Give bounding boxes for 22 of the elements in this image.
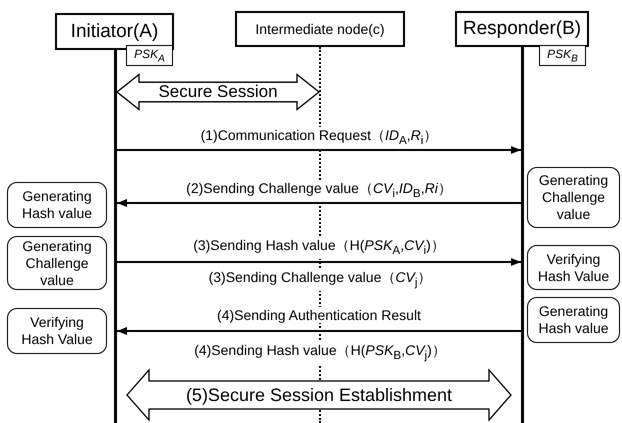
arrow [117, 327, 521, 335]
edge-label: Secure Session [158, 82, 278, 102]
lifeline [521, 47, 524, 423]
process-box: Generating Hash value [527, 297, 620, 343]
process-box: Verifying Hash Value [7, 308, 107, 354]
arrow [117, 146, 521, 154]
lifeline [114, 50, 117, 423]
edge-label: (4)Sending Authentication Result [215, 307, 423, 323]
arrow [117, 258, 521, 266]
edge-label: (5)Secure Session Establishment [186, 385, 452, 405]
participant-box: Initiator(A) [55, 13, 174, 50]
process-box: Generating Challenge value [7, 236, 107, 290]
key-label: PSK$_{A}$ [126, 45, 173, 66]
participant-box: Responder(B) [455, 11, 589, 47]
process-box: Generating Hash value [7, 182, 107, 228]
process-box: Generating Challenge value [527, 167, 620, 228]
participant-box: Intermediate node(c) [235, 11, 405, 47]
double-arrow [126, 368, 512, 422]
key-label: PSK$_{B}$ [539, 45, 586, 66]
process-box: Verifying Hash Value [527, 245, 620, 290]
arrow [117, 199, 521, 207]
double-arrow [116, 73, 320, 111]
